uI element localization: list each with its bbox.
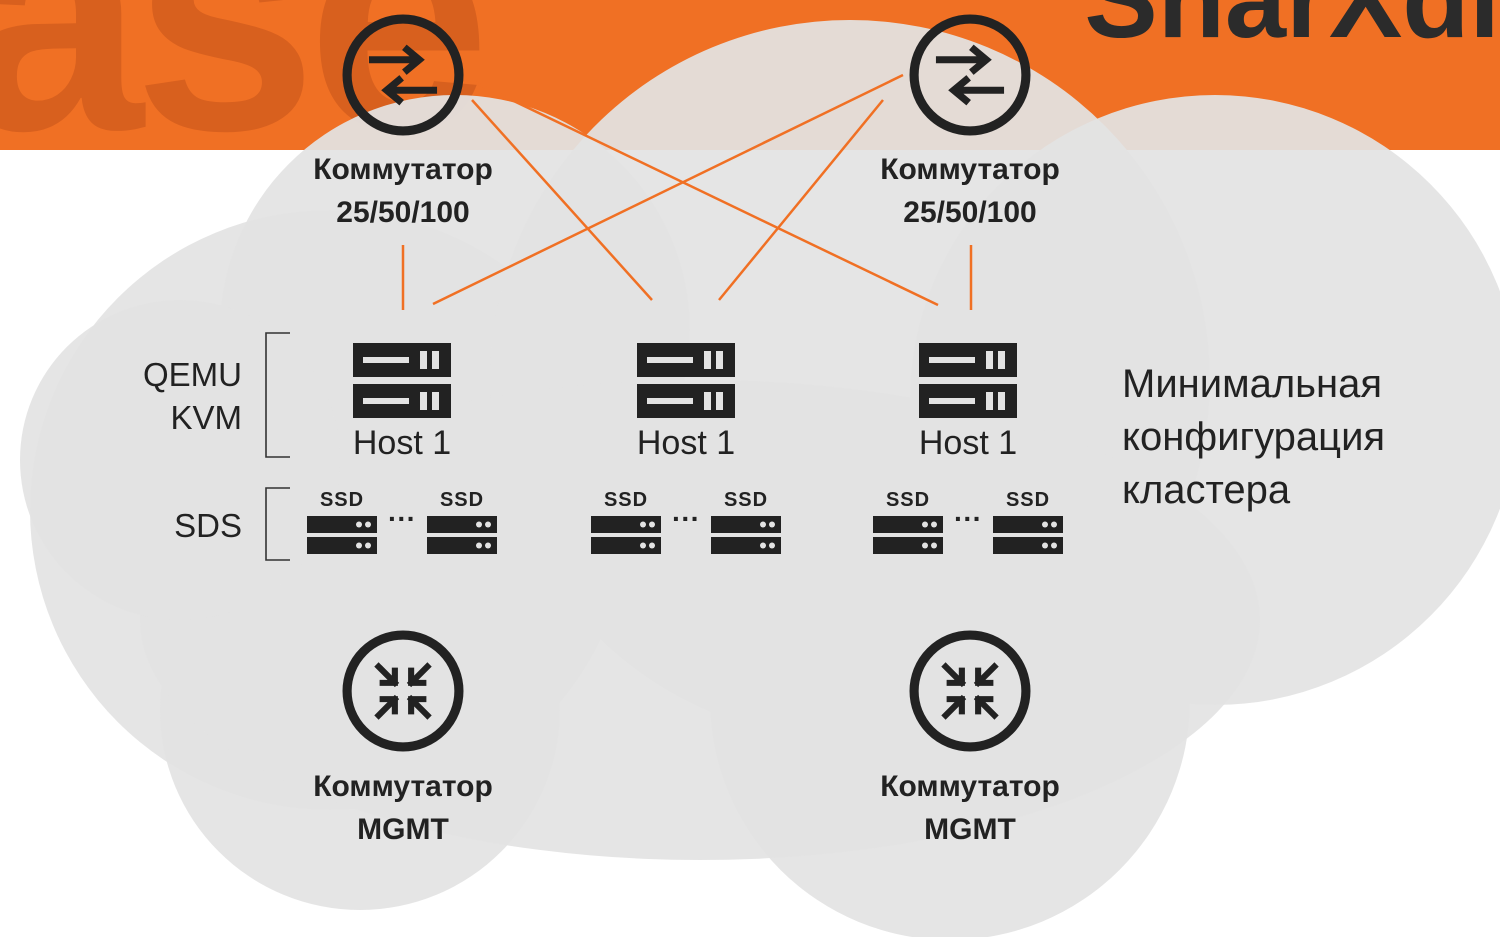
link-sw1-host2 [471, 99, 653, 301]
switch-title: Коммутатор [313, 153, 493, 186]
host-label: Host 1 [636, 424, 736, 462]
storage-label: SDS [174, 507, 242, 544]
ssd-icon [591, 516, 661, 554]
switch-speed: 25/50/100 [903, 196, 1037, 229]
switch-role: MGMT [357, 813, 449, 846]
server-icon [919, 343, 1017, 418]
ssd-icon [711, 516, 781, 554]
ssd-label: SSD [1005, 489, 1051, 511]
link-sw1-host3 [465, 76, 939, 307]
switch-label: Коммутатор 25/50/100 [810, 148, 1130, 234]
uplinks [401, 73, 973, 310]
router-icon [342, 14, 464, 136]
switch-label: Коммутатор 25/50/100 [243, 148, 563, 234]
caption-line2: конфигурация [1122, 415, 1386, 459]
mgmt-switch-label: Коммутатор MGMT [243, 765, 563, 851]
caption-line3: кластера [1122, 468, 1291, 512]
ellipsis: ··· [672, 503, 700, 534]
router-icon [909, 14, 1031, 136]
server-icon [637, 343, 735, 418]
switch-mgmt-icon [909, 630, 1031, 752]
ellipsis: ··· [954, 503, 982, 534]
ssd-label: SSD [319, 489, 365, 511]
switch-title: Коммутатор [313, 770, 493, 803]
link-sw2-host2 [718, 99, 884, 301]
ssd-label: SSD [439, 489, 485, 511]
caption-line1: Минимальная [1122, 362, 1383, 406]
ssd-icon [993, 516, 1063, 554]
ssd-label: SSD [723, 489, 769, 511]
group-brackets [265, 332, 290, 561]
ssd-icon [307, 516, 377, 554]
ssd-icon [873, 516, 943, 554]
switch-title: Коммутатор [880, 770, 1060, 803]
ssd-label: SSD [885, 489, 931, 511]
hypervisor-line2: KVM [170, 399, 242, 436]
ssd-icon [427, 516, 497, 554]
ellipsis: ··· [388, 503, 416, 534]
switch-speed: 25/50/100 [336, 196, 470, 229]
switch-mgmt-icon [342, 630, 464, 752]
hypervisor-line1: QEMU [143, 356, 242, 393]
hypervisor-label: QEMU KVM [62, 353, 242, 439]
mgmt-switch-label: Коммутатор MGMT [810, 765, 1130, 851]
watermark-right: SharXdi [1084, 0, 1500, 55]
ssd-label: SSD [603, 489, 649, 511]
switch-title: Коммутатор [880, 153, 1060, 186]
server-icon [353, 343, 451, 418]
host-label: Host 1 [918, 424, 1018, 462]
link-sw2-host1 [432, 73, 904, 306]
switch-role: MGMT [924, 813, 1016, 846]
cluster-caption: Минимальная конфигурация кластера [1122, 358, 1492, 517]
host-label: Host 1 [352, 424, 452, 462]
